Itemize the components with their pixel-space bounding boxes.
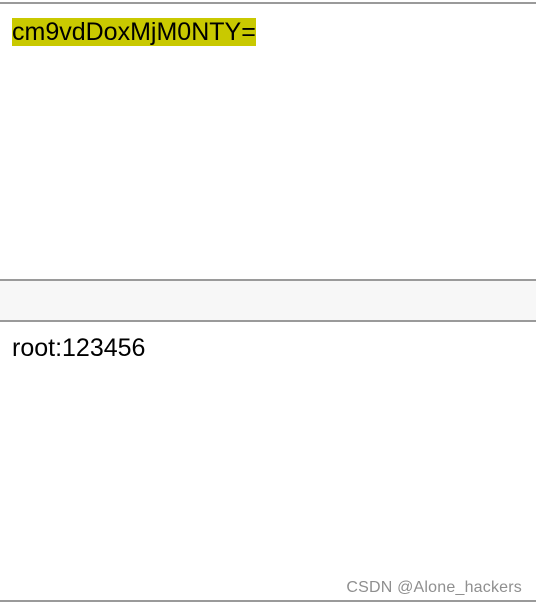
selected-input-text: cm9vdDoxMjM0NTY= [12, 18, 256, 46]
watermark: CSDN @Alone_hackers [346, 579, 522, 596]
output-textarea[interactable]: root:123456 [0, 322, 536, 602]
encoded-input-text: cm9vdDoxMjM0NTY= [12, 17, 256, 47]
pane-divider-bar [0, 281, 536, 322]
decoded-output-text: root:123456 [12, 334, 146, 362]
input-textarea[interactable]: cm9vdDoxMjM0NTY= [0, 2, 536, 281]
